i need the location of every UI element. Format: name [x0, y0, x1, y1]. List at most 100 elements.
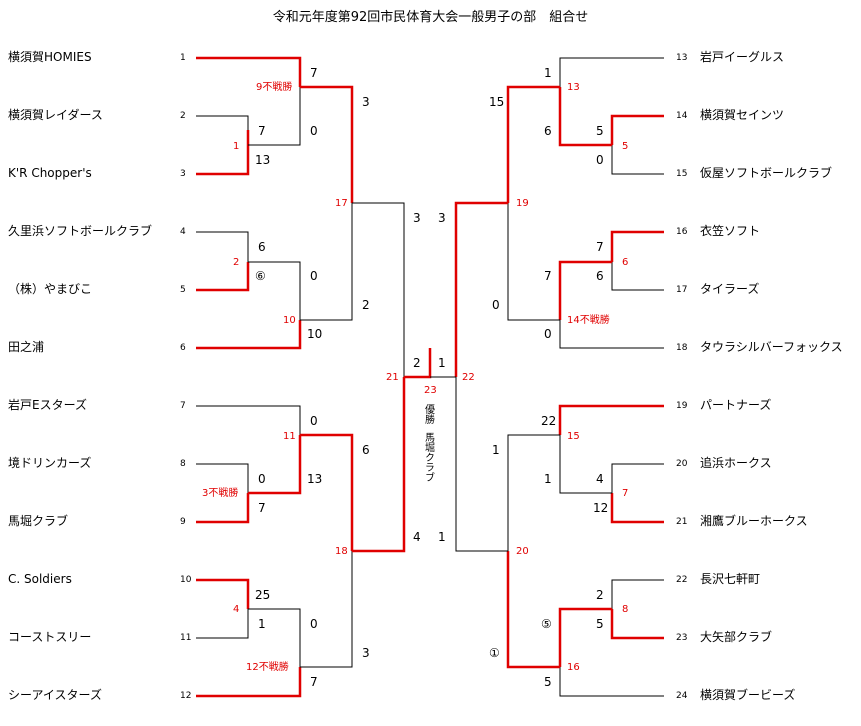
- team-name: コーストスリー: [8, 630, 92, 644]
- score: 0: [596, 153, 604, 167]
- bracket-line: [196, 609, 249, 639]
- score: 3: [362, 646, 370, 660]
- bracket-line: [559, 320, 664, 349]
- score: 7: [310, 675, 318, 689]
- bracket-line: [300, 203, 353, 321]
- score: 0: [310, 269, 318, 283]
- team-name: 湘鷹ブルーホークス: [700, 514, 808, 528]
- team-seed: 13: [676, 53, 688, 63]
- match-number: 16: [567, 662, 580, 673]
- winner-line: [196, 262, 250, 292]
- winner-line: [300, 433, 354, 551]
- match-number: 6: [622, 257, 629, 268]
- score: 7: [258, 501, 266, 515]
- team-name: 馬堀クラブ: [8, 514, 69, 528]
- team-name: K'R Chopper's: [8, 166, 92, 180]
- bracket-line: [248, 261, 301, 320]
- bracket-line: [455, 377, 508, 552]
- team-seed: 4: [180, 227, 186, 237]
- score: 4: [596, 472, 604, 486]
- bracket-line: [611, 579, 664, 609]
- score: 0: [310, 617, 318, 631]
- match-number: 7: [622, 488, 629, 499]
- team-name: シーアイスターズ: [8, 688, 102, 702]
- score: 0: [310, 124, 318, 138]
- winner-line: [196, 320, 302, 350]
- champion-label: 優勝: [422, 404, 434, 424]
- winner-line: [558, 87, 612, 147]
- winner-line: [454, 201, 508, 377]
- match-number: 15: [567, 431, 580, 442]
- match-number: 3不戦勝: [202, 488, 239, 499]
- winner-line: [558, 607, 612, 667]
- team-name: 横須賀セインツ: [700, 108, 785, 122]
- team-seed: 24: [676, 691, 688, 701]
- winner-line: [196, 56, 302, 87]
- score: 2: [362, 298, 370, 312]
- winner-line: [196, 493, 250, 524]
- bracket-line: [300, 551, 353, 668]
- match-number: 19: [516, 198, 529, 209]
- score: 0: [310, 414, 318, 428]
- team-name: 横須賀ブービーズ: [700, 688, 796, 702]
- team-seed: 15: [676, 169, 688, 179]
- team-name: 岩戸イーグルス: [700, 50, 785, 64]
- team-name: タウラシルバーフォックス: [700, 340, 843, 354]
- bracket-line: [507, 434, 560, 551]
- score: 5: [596, 617, 604, 631]
- team-seed: 22: [676, 575, 688, 585]
- bracket-line: [248, 608, 301, 667]
- winner-line: [610, 609, 664, 640]
- winner-line: [610, 230, 664, 262]
- team-seed: 11: [180, 633, 192, 643]
- score: 13: [307, 472, 323, 486]
- score: 5: [596, 124, 604, 138]
- team-seed: 23: [676, 633, 688, 643]
- bracket-line: [248, 87, 301, 146]
- match-number: 11: [283, 431, 296, 442]
- score: 7: [258, 124, 266, 138]
- score: 5: [544, 675, 552, 689]
- winner-line: [300, 85, 354, 203]
- score: 0: [544, 327, 552, 341]
- team-seed: 6: [180, 343, 186, 353]
- score: 6: [362, 443, 370, 457]
- bracket-line: [507, 203, 560, 321]
- team-name: （株）やまびこ: [8, 282, 93, 296]
- match-number: 18: [335, 546, 348, 557]
- team-seed: 3: [180, 169, 186, 179]
- team-seed: 18: [676, 343, 688, 353]
- team-name: 長沢七軒町: [700, 572, 761, 586]
- score: 0: [492, 298, 500, 312]
- score: ⑥: [255, 269, 266, 283]
- score: 3: [362, 95, 370, 109]
- bracket-line: [559, 435, 612, 494]
- match-number: 20: [516, 546, 529, 557]
- score: 2: [413, 356, 421, 370]
- bracket-line: [196, 463, 249, 493]
- score: 22: [541, 414, 557, 428]
- winner-line: [248, 435, 302, 495]
- score: 3: [413, 211, 421, 225]
- team-seed: 12: [180, 691, 192, 701]
- winner-line: [506, 85, 560, 203]
- score: 4: [413, 530, 421, 544]
- score: 6: [544, 124, 552, 138]
- match-number: 2: [233, 257, 240, 268]
- match-number: 1: [233, 141, 240, 152]
- team-name: 岩戸Eスターズ: [8, 398, 87, 412]
- match-number: 14不戦勝: [567, 315, 610, 326]
- team-seed: 8: [180, 459, 186, 469]
- score: 2: [596, 588, 604, 602]
- winner-line: [196, 578, 250, 609]
- winner-line: [558, 404, 664, 435]
- winner-line: [610, 114, 664, 145]
- score: 12: [593, 501, 609, 515]
- match-number: 17: [335, 198, 348, 209]
- bracket-line: [611, 463, 664, 493]
- bracket-line: [559, 57, 664, 87]
- team-name: タイラーズ: [700, 282, 760, 296]
- score: 1: [544, 472, 552, 486]
